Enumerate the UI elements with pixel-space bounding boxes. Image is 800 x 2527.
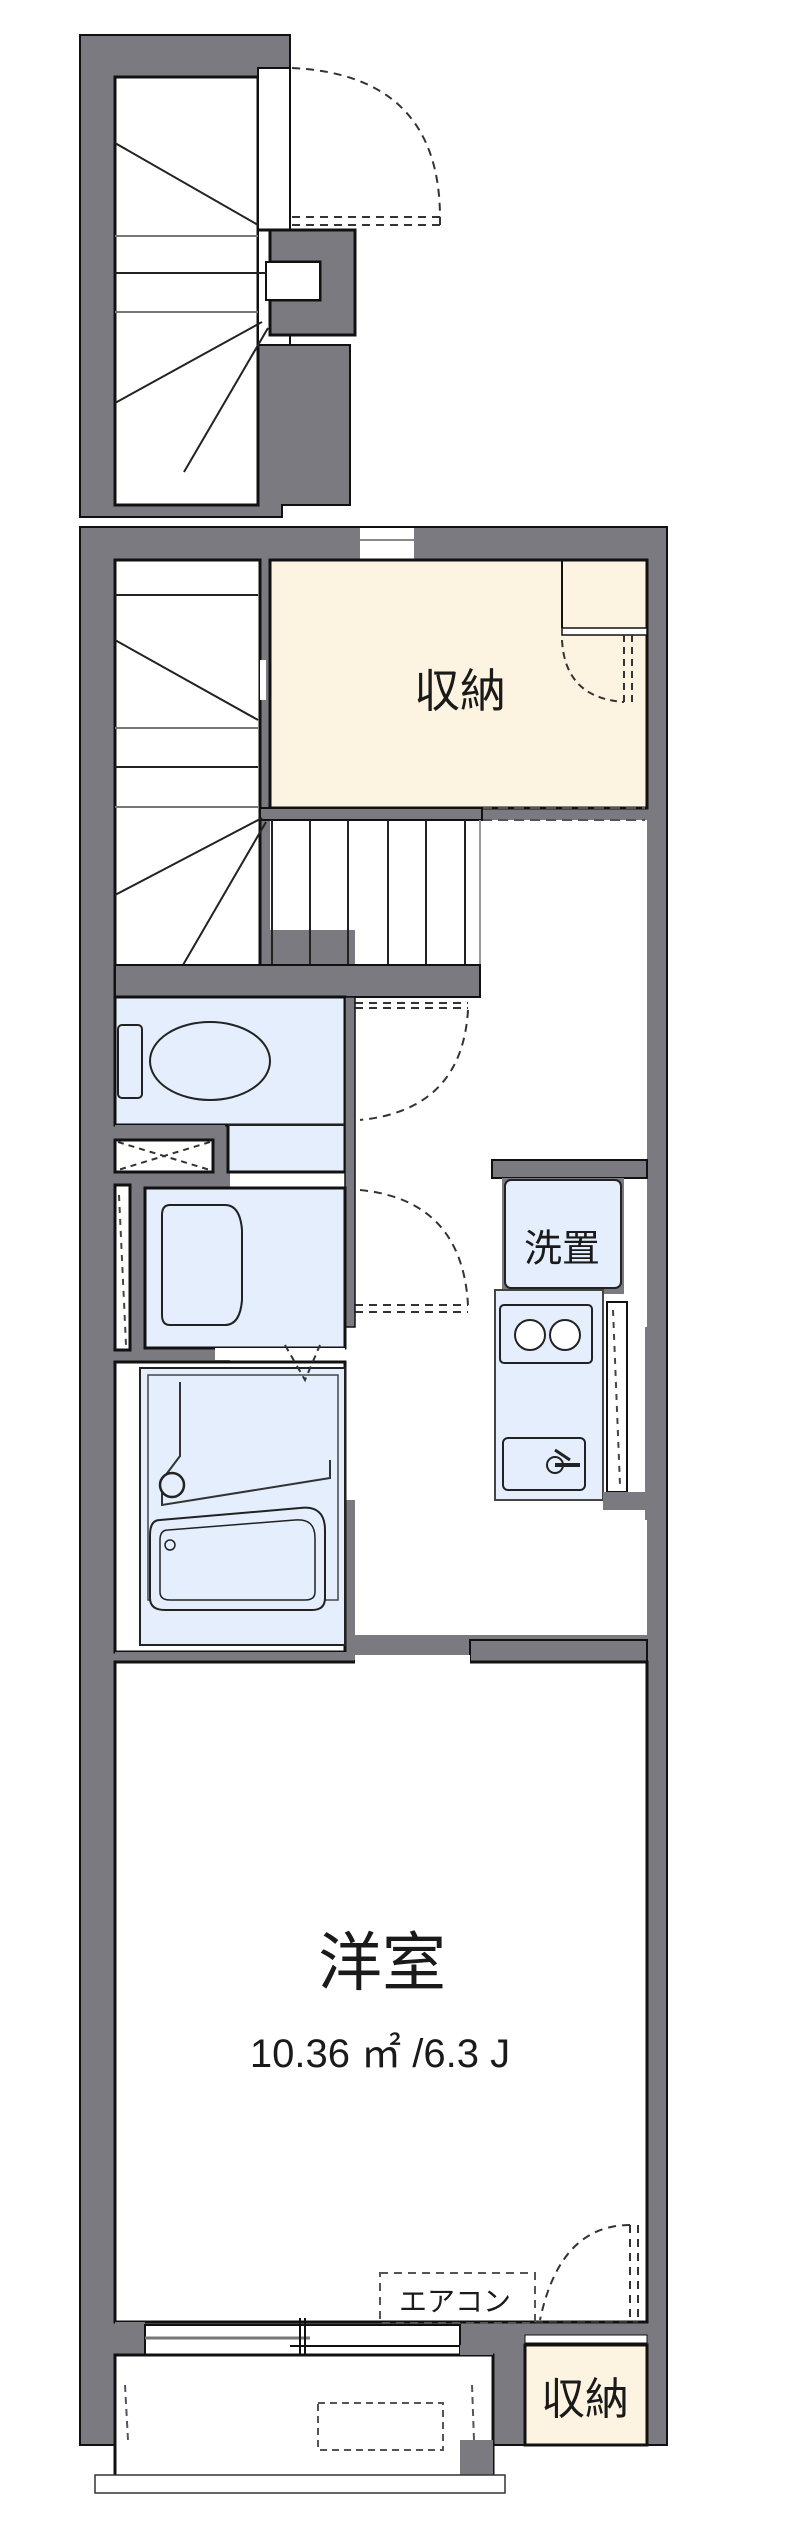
entrance-door-swing [291,67,441,226]
kitchen-area [491,1159,648,1510]
balcony-area [94,2318,649,2494]
burner-icon [549,1319,581,1351]
air-conditioner-label: エアコン [398,2285,512,2318]
air-conditioner-icon [379,2272,536,2324]
upper-stairs [114,142,269,473]
burner-icon [514,1319,546,1351]
bathroom [113,1344,355,1676]
laundry-space [504,1179,622,1289]
toilet-room [113,995,347,1174]
lower-storage-room [523,2343,649,2447]
hall-door-swings [355,1002,469,1313]
lower-storage-label: 収納 [541,2374,629,2425]
lower-stairs [114,594,481,998]
sink-icon [502,1437,586,1491]
upper-storage-label: 収納 [414,664,506,718]
floor-areas [113,558,647,1635]
laundry-label: 洗置 [523,1226,601,1271]
upper-stair-block [79,34,441,518]
western-room-area: 10.36 ㎡ /6.3 J [249,2032,511,2076]
western-room-label: 洋室 [318,1927,446,2001]
upper-storage-room [259,558,649,821]
western-room [113,1655,649,2324]
washbasin-room [113,1183,347,1360]
